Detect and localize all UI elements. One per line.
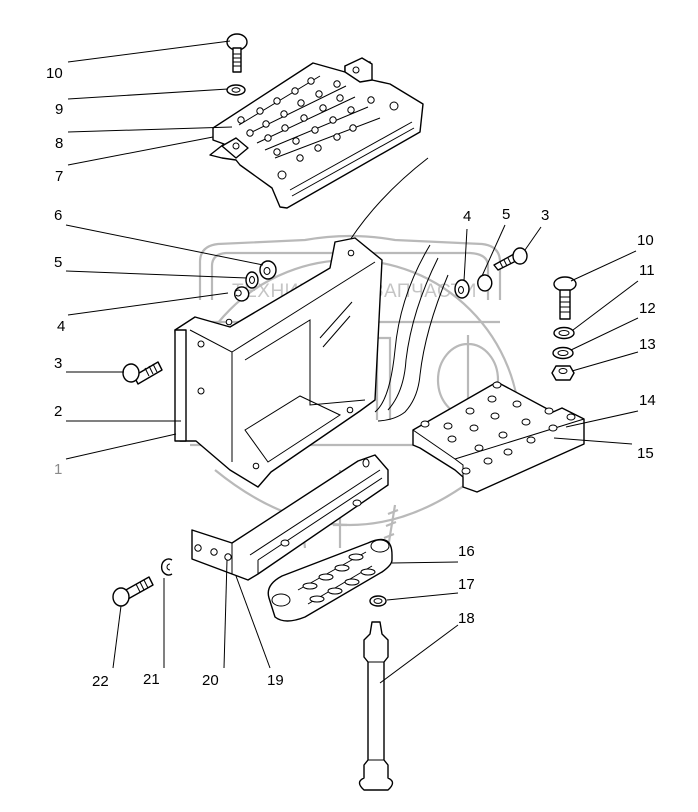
leader-19	[235, 575, 271, 669]
carriage-bolt-top	[226, 33, 248, 73]
leader-3-right	[524, 226, 542, 251]
leader-5	[65, 270, 248, 279]
callout-3-right: 3	[541, 207, 549, 224]
rod	[358, 621, 394, 791]
main-bracket	[174, 237, 383, 488]
leader-11	[572, 280, 639, 331]
callout-21: 21	[143, 671, 160, 688]
callout-3: 3	[54, 355, 62, 372]
watermark-logo-ring-lower	[214, 469, 486, 527]
callout-22: 22	[92, 673, 109, 690]
leader-5-right	[481, 224, 506, 277]
callout-11: 11	[639, 262, 655, 279]
watermark-text-right: ЗАПЧАСТИ	[372, 281, 477, 302]
leader-6	[65, 224, 264, 266]
nut-left	[259, 260, 277, 280]
hex-bolt-22	[112, 576, 154, 607]
callout-16: 16	[458, 543, 475, 560]
leader-18	[379, 624, 459, 684]
callout-10: 10	[46, 65, 63, 82]
fender-curve	[374, 244, 449, 422]
watermark-frame	[198, 234, 502, 300]
callout-5: 5	[54, 254, 62, 271]
leader-1	[65, 433, 177, 460]
step-plate-right-holes	[420, 381, 576, 475]
leader-7	[67, 136, 214, 166]
leader-13	[571, 351, 639, 372]
callout-2: 2	[54, 403, 62, 420]
flat-washer-right	[553, 326, 575, 340]
callout-6: 6	[54, 207, 62, 224]
leader-17	[386, 592, 459, 601]
callout-19: 19	[267, 672, 284, 689]
leader-20	[223, 559, 228, 669]
leader-8	[67, 126, 233, 133]
leader-4-right	[463, 228, 468, 282]
step-plate-top	[209, 57, 424, 209]
leader-14	[565, 410, 639, 428]
callout-4: 4	[57, 318, 65, 335]
callout-8: 8	[55, 135, 63, 152]
strap-line	[349, 157, 429, 241]
lock-washer-left	[234, 286, 250, 302]
callout-4-right: 4	[463, 208, 471, 225]
callout-12: 12	[639, 300, 656, 317]
callout-13: 13	[639, 336, 656, 353]
leader-9	[67, 88, 229, 100]
hex-bolt-right	[493, 247, 528, 271]
callout-20: 20	[202, 672, 219, 689]
support-arm	[191, 454, 389, 581]
nut-right-stack	[551, 365, 575, 381]
step-plate-holes	[237, 77, 399, 180]
step-plate-right	[412, 381, 585, 493]
leader-10	[67, 40, 231, 63]
washer-top	[226, 84, 246, 96]
carriage-bolt-right	[553, 276, 577, 320]
lock-washer-right	[477, 274, 493, 292]
callout-labels: 10 9 8 7 6 5 4 3 2 1 4 5 3 10 11 12 13 1…	[46, 65, 656, 690]
spring-washer-right	[552, 346, 574, 360]
leader-4	[67, 292, 229, 316]
callout-1: 1	[54, 461, 62, 478]
lock-washer-21	[160, 558, 173, 576]
nut-right	[454, 279, 470, 299]
callout-9: 9	[55, 101, 63, 118]
callout-18: 18	[458, 610, 475, 627]
washer-left	[245, 271, 259, 289]
leader-16	[391, 561, 459, 564]
leader-15	[553, 437, 633, 445]
leader-10-right	[570, 250, 637, 282]
leader-12	[570, 317, 639, 351]
callout-10-right: 10	[637, 232, 654, 249]
step-bar	[267, 538, 393, 622]
washer-17	[369, 595, 387, 607]
callout-7: 7	[55, 168, 63, 185]
leader-22	[112, 605, 122, 669]
leader-lines	[65, 40, 639, 684]
callout-14: 14	[639, 392, 656, 409]
callout-15: 15	[637, 445, 654, 462]
callout-17: 17	[458, 576, 475, 593]
callout-5-right: 5	[502, 206, 510, 223]
hex-bolt-left	[122, 361, 163, 385]
